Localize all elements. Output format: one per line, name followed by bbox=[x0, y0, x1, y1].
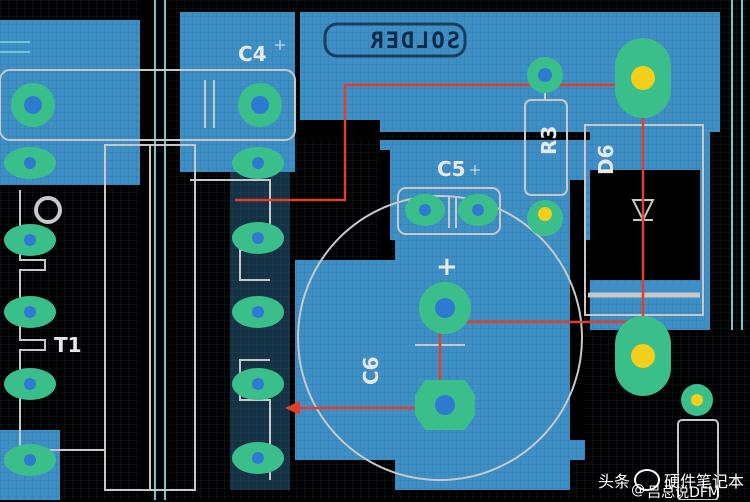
label-r3: R3 bbox=[537, 126, 561, 155]
pad bbox=[232, 368, 284, 400]
pad bbox=[4, 147, 56, 179]
watermark-prefix: 头条 bbox=[597, 472, 630, 491]
pad bbox=[4, 444, 56, 476]
pad bbox=[232, 222, 284, 254]
pad bbox=[527, 57, 563, 93]
pad bbox=[415, 380, 475, 430]
label-t1: T1 bbox=[54, 333, 82, 357]
label-d6: D6 bbox=[594, 144, 618, 175]
d6-body bbox=[590, 170, 700, 280]
watermark-at: @ bbox=[631, 482, 646, 498]
label-c6: C6 bbox=[359, 356, 383, 385]
label-plus: + bbox=[436, 252, 458, 282]
pad bbox=[4, 368, 56, 400]
silkscreen bbox=[0, 22, 719, 500]
pad bbox=[238, 83, 282, 127]
pads bbox=[4, 38, 713, 476]
pad bbox=[4, 224, 56, 256]
label-solder-mirrored: SOLDER bbox=[369, 29, 460, 54]
watermark-subtext: 吕总说DFM bbox=[647, 485, 720, 501]
c5-outline bbox=[397, 187, 501, 235]
pad bbox=[681, 384, 713, 416]
pad bbox=[232, 442, 284, 474]
pad bbox=[11, 83, 55, 127]
pad bbox=[34, 196, 62, 224]
pad bbox=[527, 200, 563, 236]
watermark-sub: @ 吕总说DFM bbox=[631, 482, 720, 502]
watermark: 头条 硬件笔记本 bbox=[598, 468, 744, 492]
origin-marker-icon bbox=[275, 40, 480, 175]
c4-outline bbox=[0, 69, 296, 141]
pad bbox=[405, 194, 445, 226]
pad bbox=[232, 296, 284, 328]
c6-outline bbox=[297, 195, 583, 481]
pad bbox=[615, 316, 671, 396]
pad bbox=[458, 194, 498, 226]
label-c4: C4 bbox=[238, 42, 267, 66]
toutiao-logo-icon bbox=[633, 469, 660, 491]
label-c5: C5 bbox=[437, 157, 466, 181]
pad bbox=[232, 147, 284, 179]
pad bbox=[419, 282, 471, 334]
arrow-icon bbox=[285, 401, 300, 415]
watermark-text: 硬件笔记本 bbox=[663, 472, 744, 491]
pad bbox=[615, 38, 671, 118]
pad bbox=[4, 296, 56, 328]
